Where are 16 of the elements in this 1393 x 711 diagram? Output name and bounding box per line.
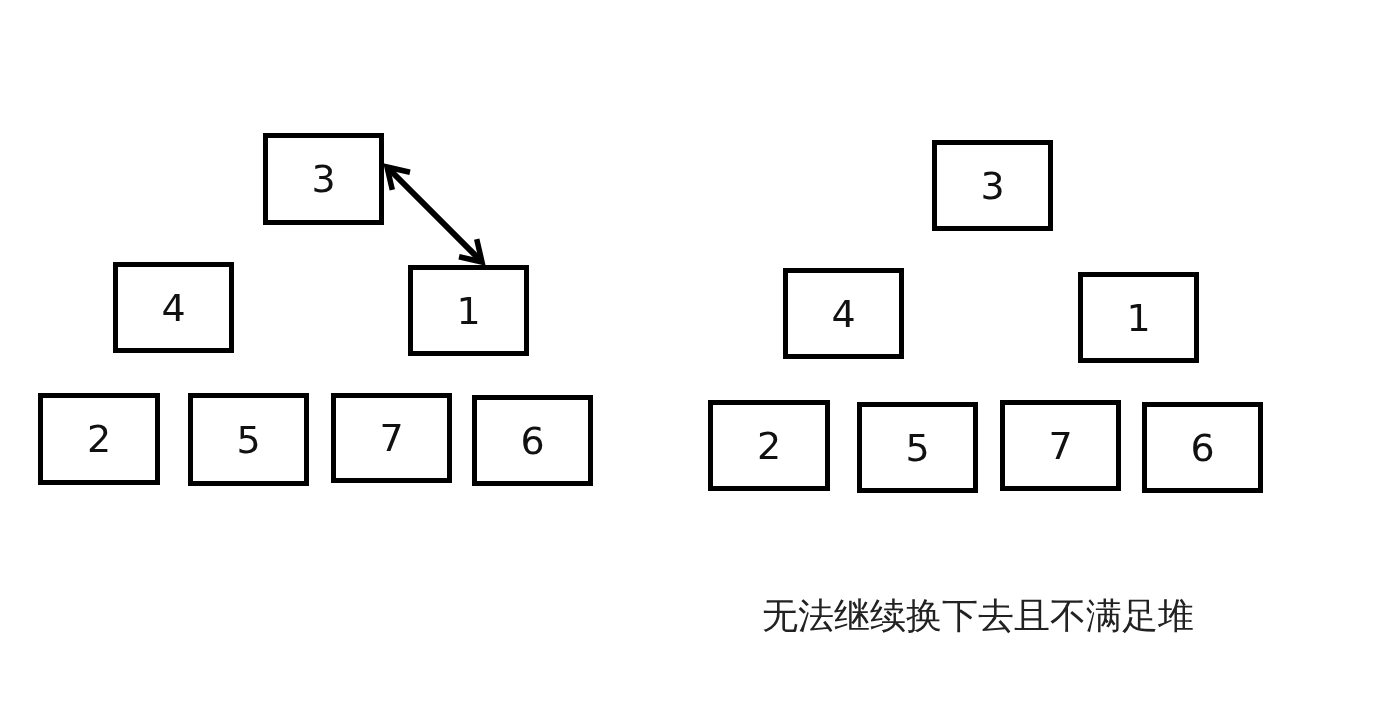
number-box: 6 [1142,402,1263,493]
number-box: 2 [708,400,830,491]
number-box: 6 [472,395,593,486]
double-arrow [384,164,485,265]
number-box: 3 [263,133,384,225]
number-box: 7 [1000,400,1121,491]
number-box: 5 [188,393,309,486]
note-text: 无法继续换下去且不满足堆 [762,594,1194,638]
number-box: 4 [783,268,904,359]
number-box: 1 [408,265,529,356]
number-box: 7 [331,393,452,483]
number-box: 4 [113,262,234,353]
number-box: 2 [38,393,160,485]
number-box: 5 [857,402,978,493]
number-box: 3 [932,140,1053,231]
number-box: 1 [1078,272,1199,363]
